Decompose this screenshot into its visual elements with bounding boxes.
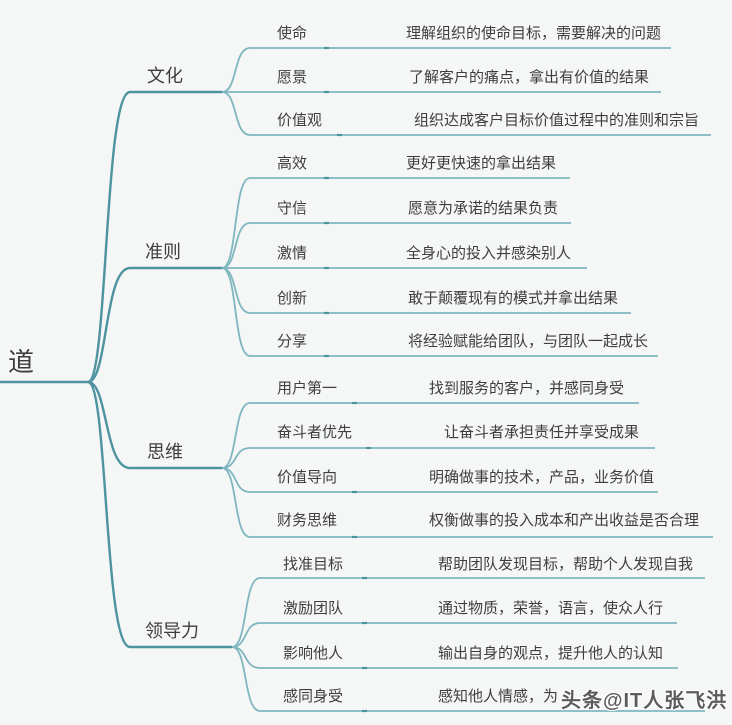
desc-values[interactable]: 组织达成客户目标价值过程中的准则和宗旨 [414,112,700,129]
connector-root-thinking [87,380,222,470]
connector-financial-thinking [221,467,713,538]
leaf-sharing[interactable]: 分享 [277,333,308,350]
leaf-user-first[interactable]: 用户第一 [277,380,338,397]
connector-motivate-team [231,622,677,648]
leaf-trust[interactable]: 守信 [277,200,308,217]
desc-vision[interactable]: 了解客户的痛点，拿出有价值的结果 [409,69,650,86]
root-connectors [0,90,232,649]
connector-root-leadership [86,380,232,649]
leaf-values[interactable]: 价值观 [277,112,323,129]
leaf-striver-first[interactable]: 奋斗者优先 [277,424,353,441]
leaf-value-oriented[interactable]: 价值导向 [277,469,338,486]
desc-mission[interactable]: 理解组织的使命目标，需要解决的问题 [406,25,662,42]
connector-striver-first [221,447,655,469]
connector-user-first [221,402,639,469]
desc-set-goals[interactable]: 帮助团队发现目标，帮助个人发现自我 [438,556,694,573]
node-junction-dots [324,46,371,713]
desc-motivate-team[interactable]: 通过物质，荣誉，语言，使众人行 [438,600,664,617]
leaf-influence-others[interactable]: 影响他人 [283,645,344,662]
leaf-vision[interactable]: 愿景 [277,69,308,86]
desc-innovation[interactable]: 敢于颠覆现有的模式并拿出结果 [408,290,619,307]
leaf-innovation[interactable]: 创新 [277,290,308,307]
leaf-passion[interactable]: 激情 [277,245,308,262]
branch-culture[interactable]: 文化 [147,66,183,86]
branch-principles[interactable]: 准则 [145,242,181,262]
connector-trust [221,222,571,269]
desc-striver-first[interactable]: 让奋斗者承担责任并享受成果 [444,424,640,441]
desc-user-first[interactable]: 找到服务的客户，并感同身受 [429,380,625,397]
connector-root-principles [87,266,222,384]
desc-passion[interactable]: 全身心的投入并感染别人 [406,245,572,262]
branch-leadership[interactable]: 领导力 [145,621,199,641]
connector-empathy [231,646,705,712]
connector-root-culture [86,90,222,384]
desc-trust[interactable]: 愿意为承诺的结果负责 [408,200,559,217]
leaf-efficiency[interactable]: 高效 [277,155,308,172]
leaf-mission[interactable]: 使命 [277,25,308,42]
leaf-financial-thinking[interactable]: 财务思维 [277,512,338,529]
desc-efficiency[interactable]: 更好更快速的拿出结果 [406,155,557,172]
leaf-empathy[interactable]: 感同身受 [283,688,344,705]
connector-sharing [221,267,658,357]
desc-empathy[interactable]: 感知他人情感，为 [438,688,559,705]
desc-financial-thinking[interactable]: 权衡做事的投入成本和产出收益是否合理 [429,512,700,529]
connector-set-goals [231,577,705,648]
desc-sharing[interactable]: 将经验赋能给团队，与团队一起成长 [408,333,649,350]
connector-efficiency [221,177,570,269]
root-node[interactable]: 道 [8,347,35,377]
connector-values [221,91,711,136]
branch-thinking[interactable]: 思维 [147,442,183,462]
connector-innovation [221,267,631,314]
connector-mission [221,47,671,93]
leaf-motivate-team[interactable]: 激励团队 [283,600,344,617]
leaf-connectors [221,47,713,712]
leaf-set-goals[interactable]: 找准目标 [283,556,344,573]
watermark: 头条@IT人张飞洪 [561,690,728,712]
desc-value-oriented[interactable]: 明确做事的技术，产品，业务价值 [429,469,655,486]
desc-influence-others[interactable]: 输出自身的观点，提升他人的认知 [438,645,664,662]
